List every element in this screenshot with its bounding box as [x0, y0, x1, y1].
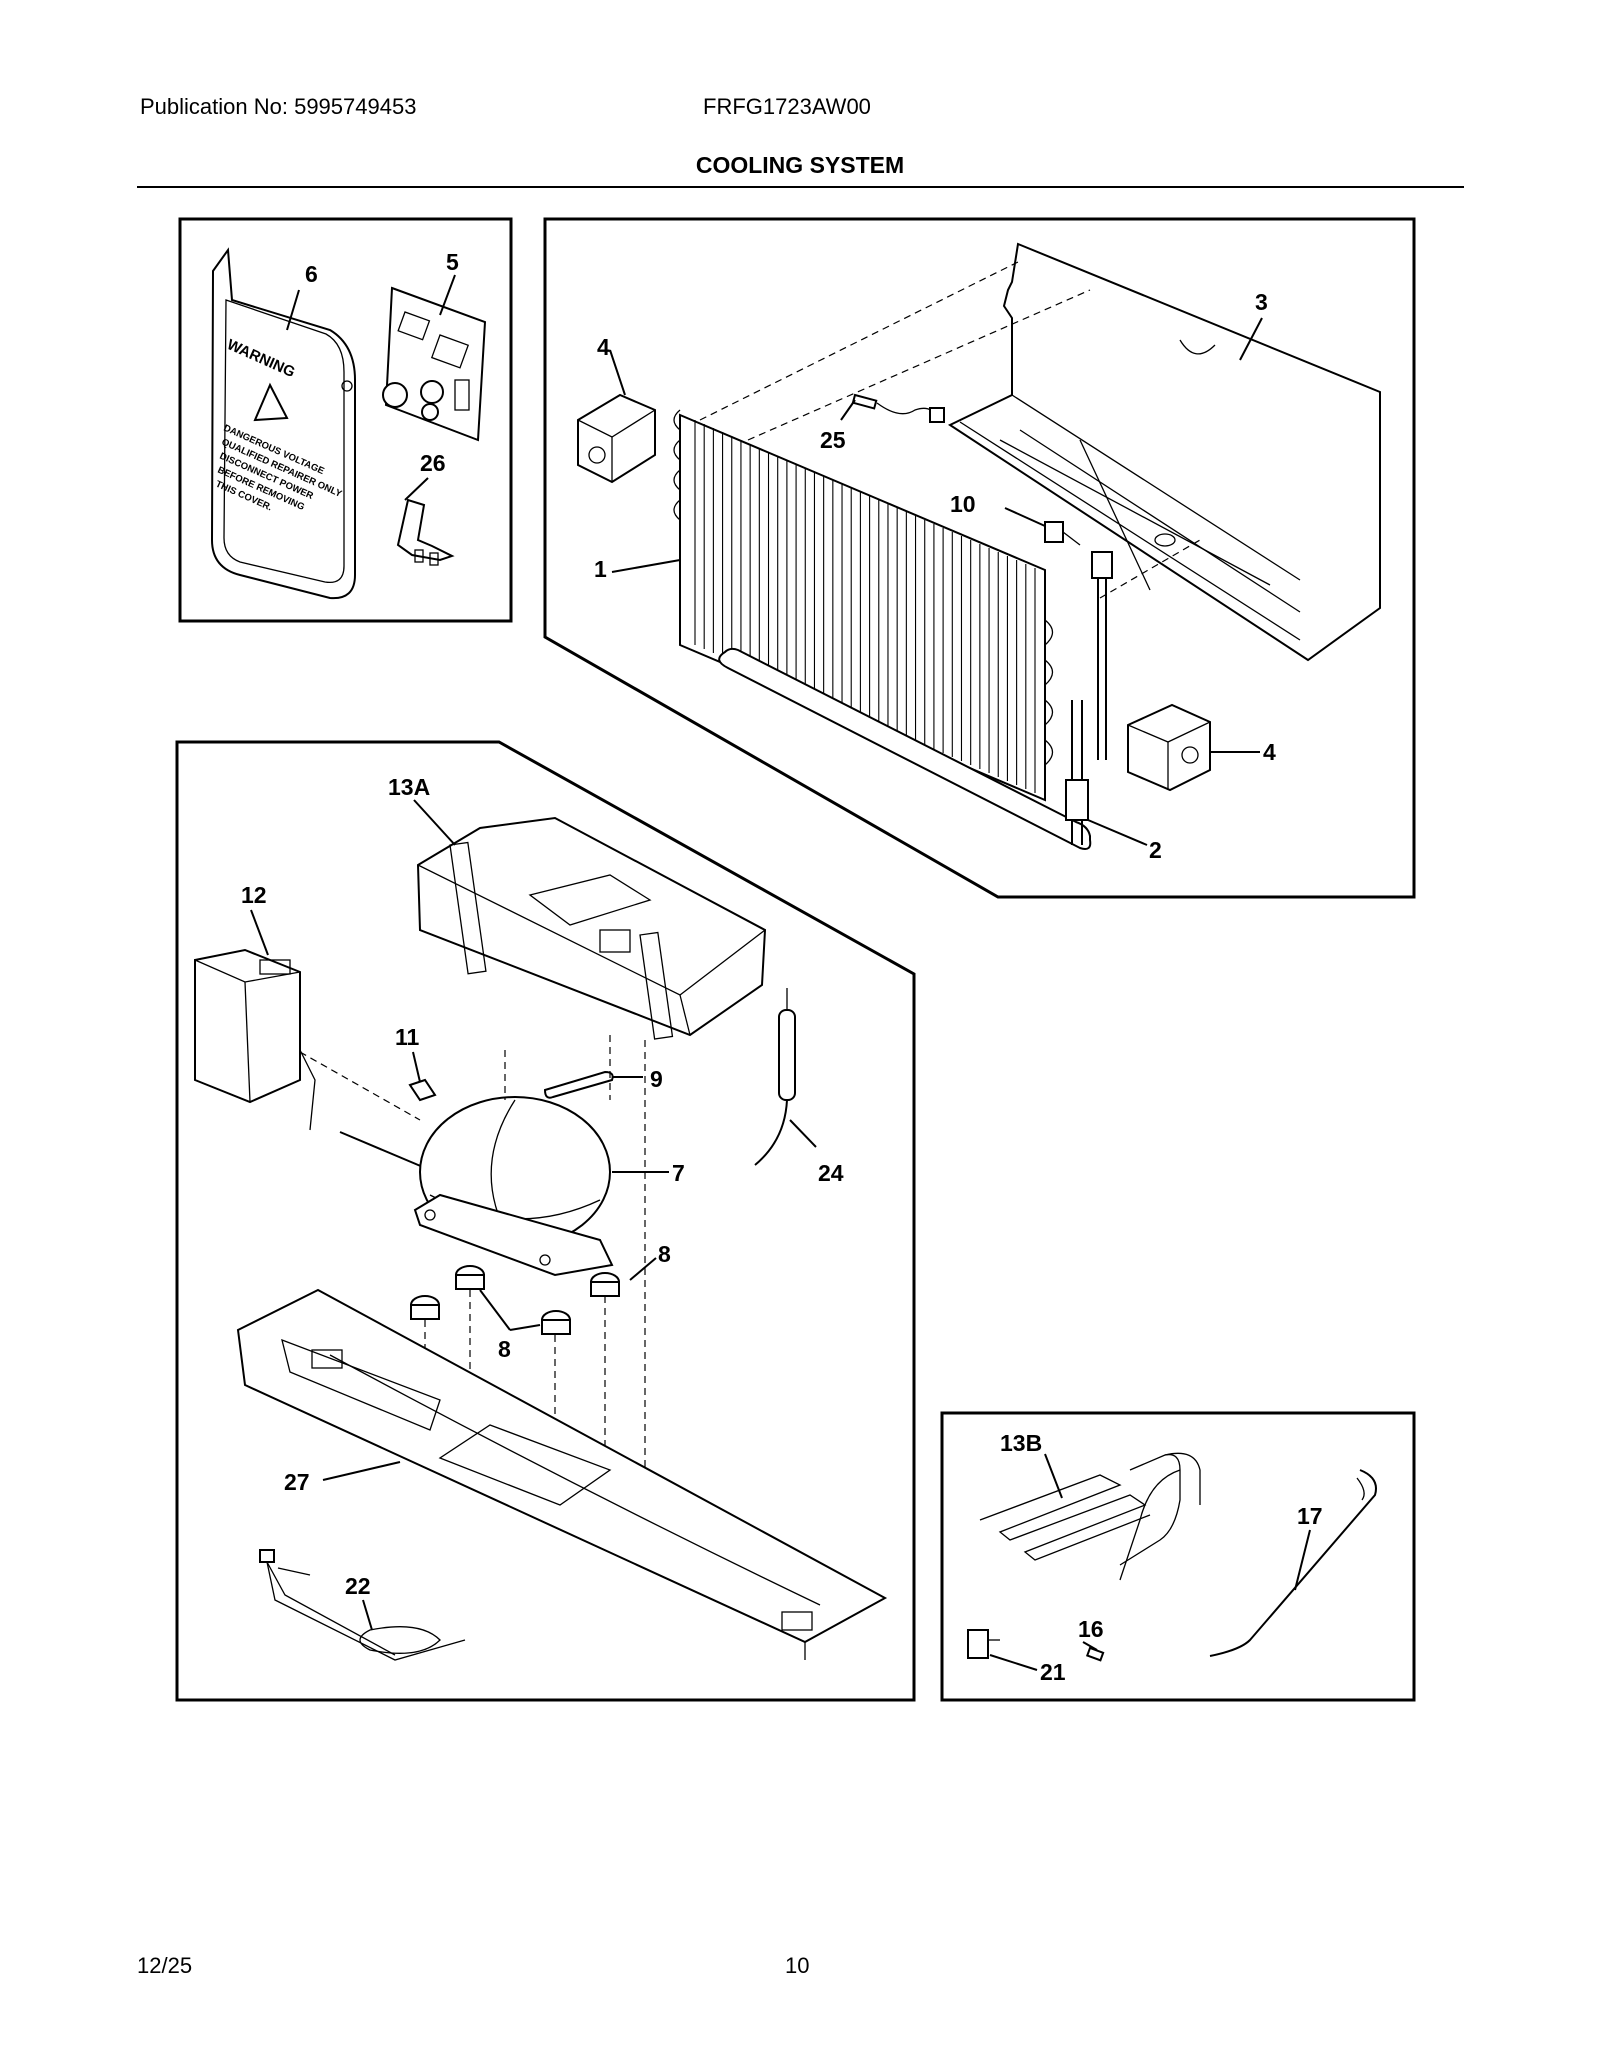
control-board-part	[382, 286, 487, 442]
callout-4-right: 4	[1263, 739, 1276, 765]
condensate-tray-part	[416, 816, 767, 1040]
warning-cover-part: WARNING DANGEROUS VOLTAGE QUALIFIED REPA…	[210, 247, 356, 600]
drier-part	[754, 988, 796, 1166]
evaporator-cover-part	[947, 242, 1381, 662]
callout-16: 16	[1078, 1616, 1104, 1642]
callout-6: 6	[305, 261, 318, 287]
callout-9: 9	[650, 1066, 663, 1092]
callout-21: 21	[1040, 1659, 1066, 1685]
callout-27: 27	[284, 1469, 310, 1495]
heater-13b-part	[979, 1452, 1201, 1581]
callout-5: 5	[446, 249, 459, 275]
callout-12: 12	[241, 882, 267, 908]
bracket-part	[396, 498, 455, 566]
hazard-triangle-icon	[253, 382, 289, 422]
callout-25: 25	[820, 427, 846, 453]
wire-harness-part	[259, 1549, 466, 1661]
panel-accessories	[940, 1411, 1416, 1702]
callout-26: 26	[420, 450, 446, 476]
bracket-strap-part	[543, 1070, 614, 1099]
base-pan-part	[236, 1288, 888, 1660]
callout-8-lower: 8	[498, 1336, 511, 1362]
callout-17: 17	[1297, 1503, 1323, 1529]
callout-11: 11	[395, 1024, 420, 1050]
defrost-heater-part	[718, 647, 1092, 850]
panel-compressor	[175, 740, 916, 1702]
page-title: COOLING SYSTEM	[695, 152, 905, 178]
compressor-part	[339, 1096, 614, 1277]
footer-date: 12/25	[137, 1953, 193, 1978]
callout-24: 24	[818, 1160, 844, 1186]
callout-22: 22	[345, 1573, 371, 1599]
panel-control-box	[178, 217, 513, 623]
evaporator-fins	[694, 420, 1036, 793]
evaporator-mount-right	[1127, 703, 1211, 792]
valve-21-part	[967, 1629, 1000, 1659]
callout-1: 1	[594, 556, 607, 582]
clip-part	[408, 1078, 437, 1102]
header-divider	[137, 186, 1464, 188]
grommet-parts	[410, 1265, 620, 1335]
evaporator-coil-part	[673, 409, 1054, 802]
page-number: 10	[785, 1953, 810, 1978]
thermostat-part	[1044, 521, 1113, 760]
tube-17-part	[1209, 1469, 1377, 1657]
callout-10: 10	[950, 491, 976, 517]
model-number: FRFG1723AW00	[703, 94, 871, 119]
panel-evaporator	[543, 217, 1416, 899]
evaporator-mount-left	[577, 393, 656, 484]
callout-13a: 13A	[388, 774, 430, 800]
callout-8-upper: 8	[658, 1241, 671, 1267]
publication-number: Publication No: 5995749453	[140, 94, 417, 119]
sensor-part	[851, 393, 945, 423]
callout-13b: 13B	[1000, 1430, 1042, 1456]
relay-box-part	[194, 948, 316, 1131]
callout-2: 2	[1149, 837, 1162, 863]
callout-3: 3	[1255, 289, 1268, 315]
callout-4-left: 4	[597, 334, 610, 360]
callout-7: 7	[672, 1160, 685, 1186]
